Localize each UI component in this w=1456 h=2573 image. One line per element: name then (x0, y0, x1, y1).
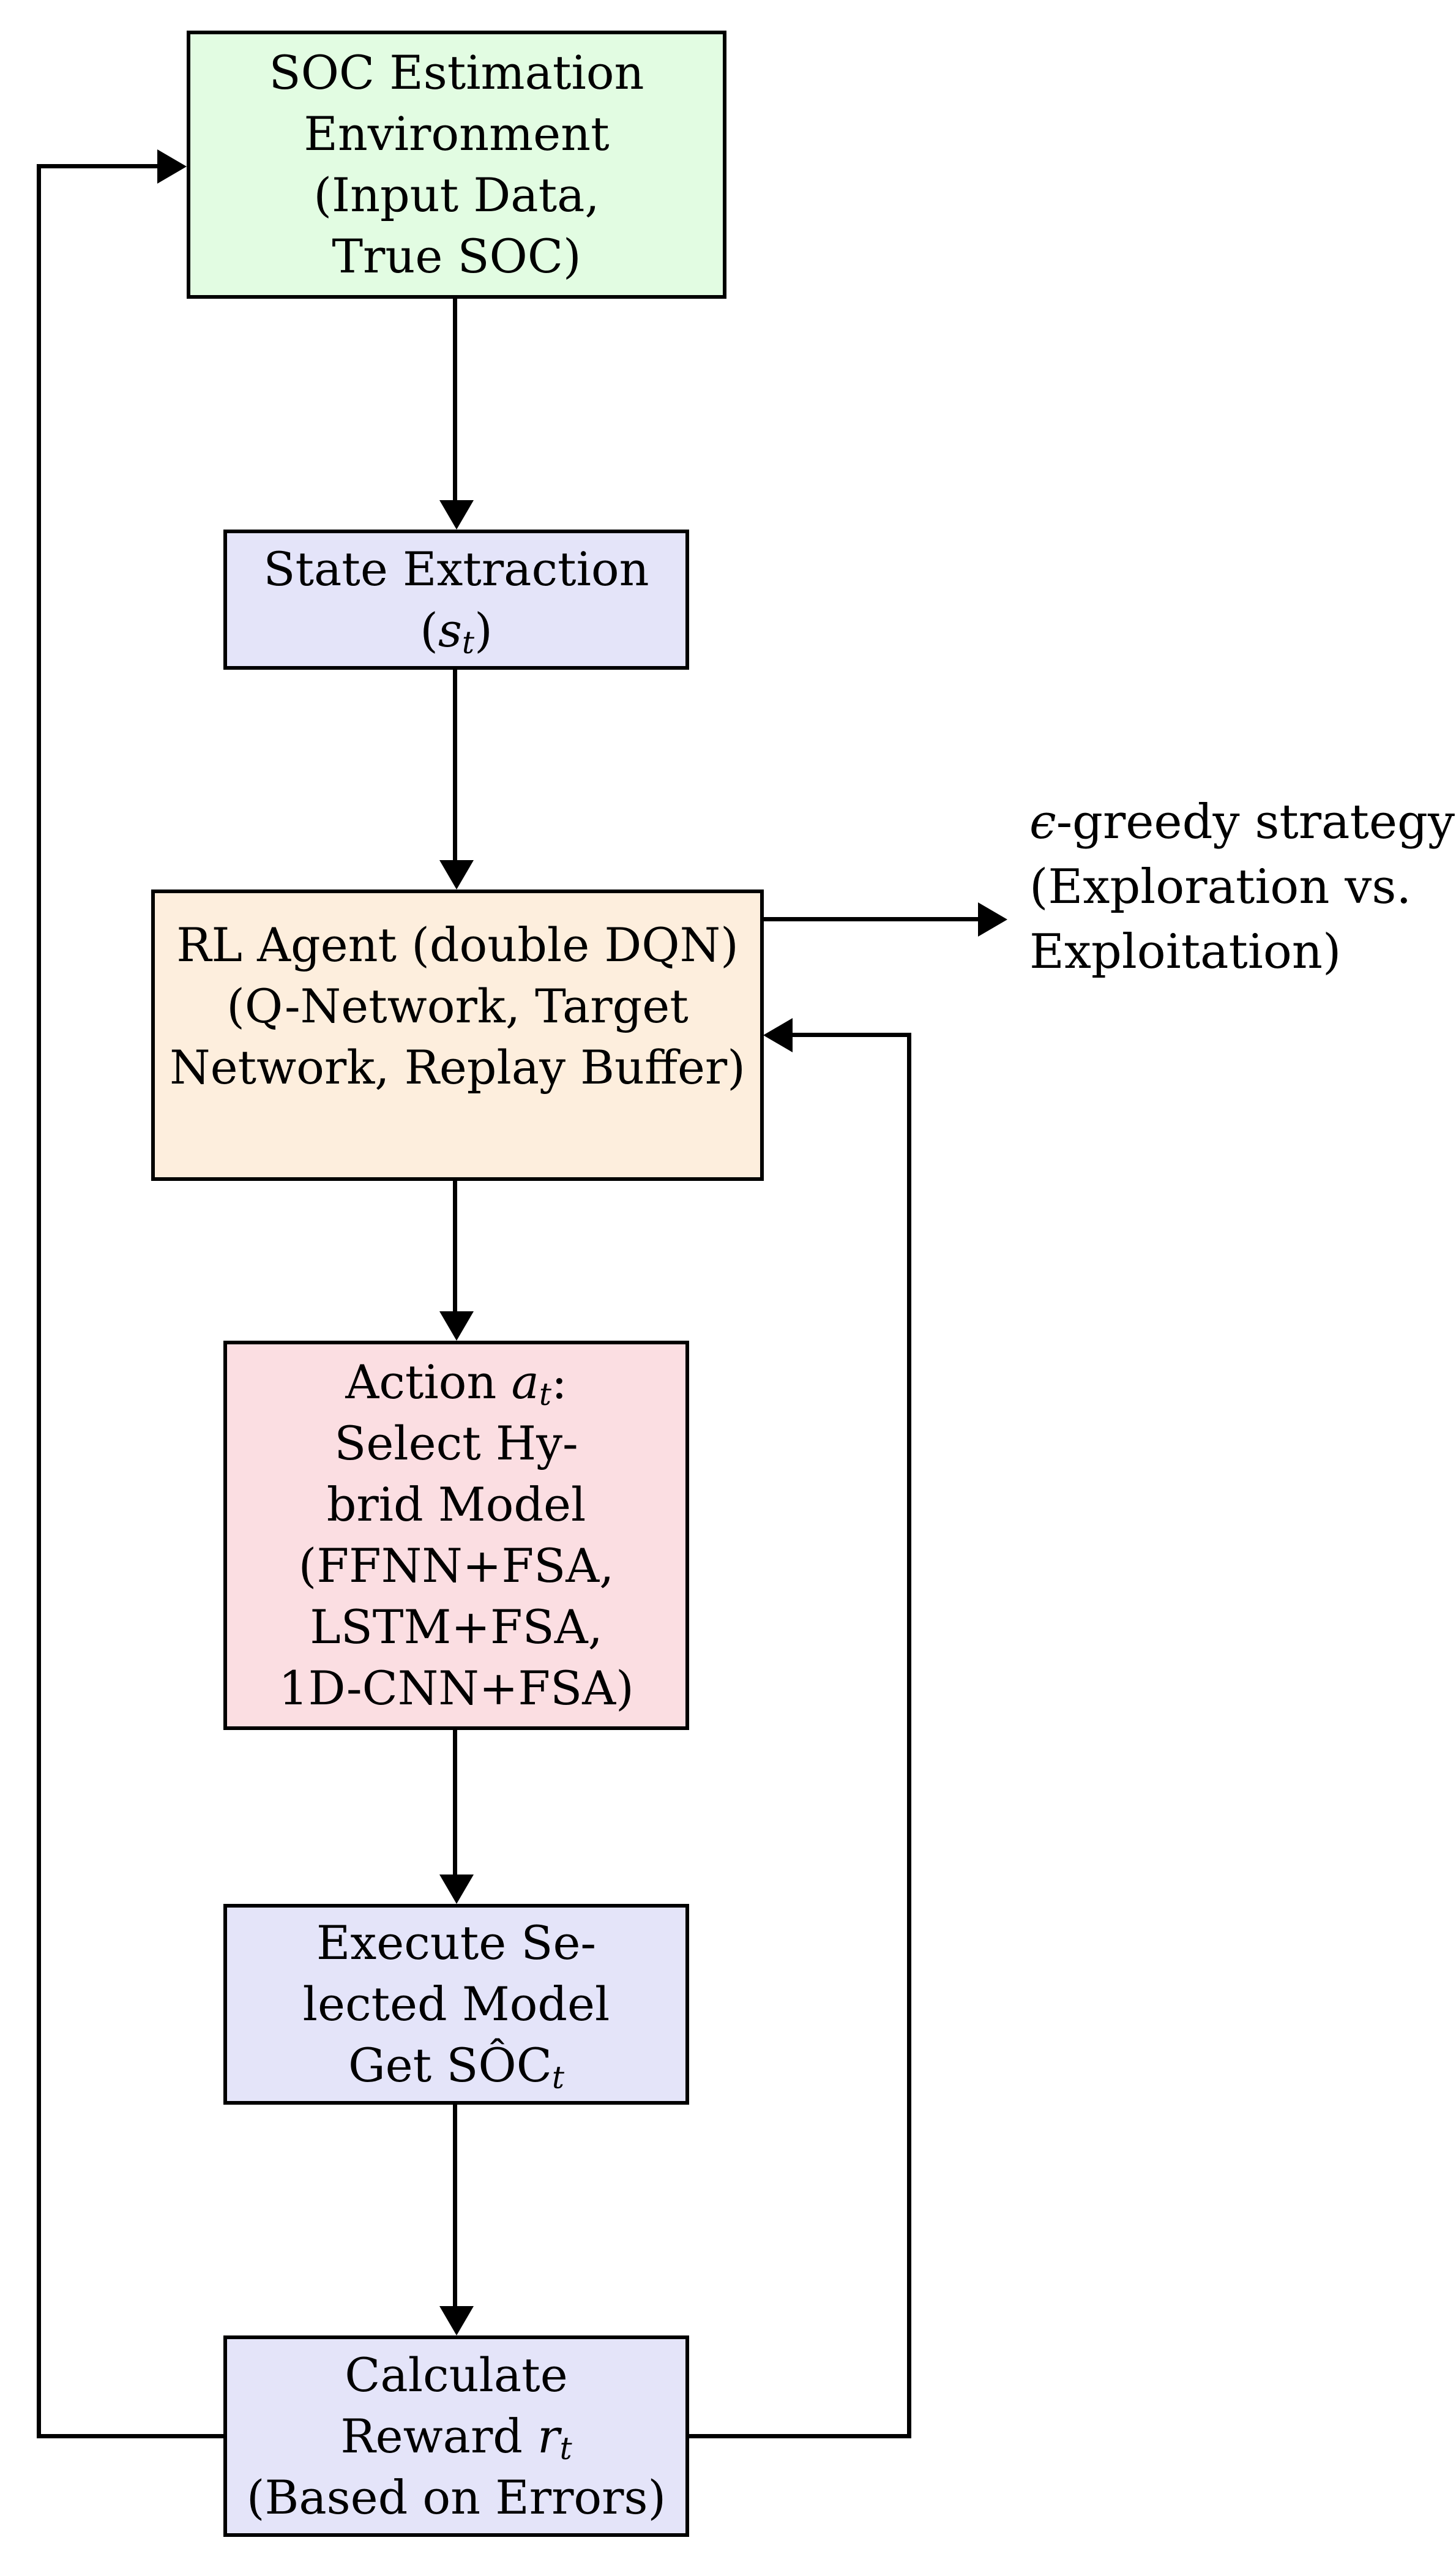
arrow-agent-to-strategy-segment (764, 917, 978, 921)
rl-agent-node: RL Agent (double DQN) (Q-Network, Target… (151, 890, 764, 1181)
feedback-reward-to-env-vertical-segment (37, 164, 41, 2438)
calculate-reward-node: Calculate Reward rt (Based on Errors) (223, 2335, 689, 2537)
execute-model-node: Execute Se- lected Model Get SÔCt (223, 1904, 689, 2105)
node-text-line: (Input Data, (313, 168, 600, 222)
action-selection-node: Action at: Select Hy- brid Model (FFNN+F… (223, 1341, 689, 1730)
arrow-agent-to-action-arrowhead (439, 1311, 474, 1341)
arrow-agent-to-action-segment (453, 1180, 457, 1311)
node-text-line: brid Model (326, 1477, 586, 1532)
node-text-line: (FFNN+FSA, (298, 1538, 614, 1593)
arrow-env-to-state-segment (453, 299, 457, 500)
epsilon-greedy-note: ϵ-greedy strategy (Exploration vs. Explo… (1029, 790, 1455, 984)
note-text-line: Exploitation) (1029, 924, 1342, 979)
arrow-execute-to-reward-arrowhead (439, 2306, 474, 2335)
arrow-env-to-state-arrowhead (439, 500, 474, 530)
note-text-line: ϵ-greedy strategy (1029, 795, 1455, 850)
arrow-action-to-execute-arrowhead (439, 1875, 474, 1904)
state-extraction-node: State Extraction (st) (223, 530, 689, 670)
node-text-line: Action at: (345, 1355, 567, 1413)
arrow-state-to-agent-arrowhead (439, 860, 474, 890)
feedback-reward-to-agent-top-segment (793, 1033, 911, 1037)
arrow-action-to-execute-segment (453, 1730, 457, 1875)
node-text-line: (Q-Network, Target (226, 978, 689, 1033)
arrow-state-to-agent-segment (453, 669, 457, 860)
node-text-line: (st) (420, 602, 493, 661)
node-text-line: LSTM+FSA, (310, 1600, 603, 1654)
feedback-reward-to-agent-vertical-segment (907, 1033, 911, 2438)
node-text-line: Execute Se- (316, 1916, 597, 1970)
node-text-line: Get SÔCt (348, 2038, 565, 2096)
node-text-line: Environment (304, 107, 610, 161)
node-text-line: 1D-CNN+FSA) (278, 1661, 634, 1715)
arrow-execute-to-reward-segment (453, 2105, 457, 2306)
node-text-line: Calculate (345, 2347, 568, 2402)
arrow-agent-to-strategy-arrowhead (978, 902, 1007, 937)
node-text-line: RL Agent (double DQN) (176, 917, 739, 972)
feedback-reward-to-env-bottom-segment (39, 2434, 223, 2438)
node-text-line: (Based on Errors) (246, 2470, 666, 2525)
node-text-line: SOC Estimation (269, 45, 644, 100)
node-text-line: True SOC) (332, 229, 581, 283)
feedback-reward-to-env-arrowhead (157, 149, 187, 184)
node-text-line: Select Hy- (334, 1416, 578, 1470)
node-text-line: lected Model (302, 1977, 610, 2031)
node-text-line: State Extraction (263, 541, 649, 596)
note-text-line: (Exploration vs. (1029, 860, 1412, 915)
node-text-line: Reward rt (340, 2408, 572, 2466)
environment-node: SOC Estimation Environment (Input Data, … (187, 31, 726, 299)
feedback-reward-to-env-top-segment (37, 164, 157, 168)
node-text-line: Network, Replay Buffer) (170, 1039, 745, 1095)
feedback-reward-to-agent-arrowhead (763, 1018, 793, 1052)
feedback-reward-to-agent-bottom-segment (689, 2434, 911, 2438)
